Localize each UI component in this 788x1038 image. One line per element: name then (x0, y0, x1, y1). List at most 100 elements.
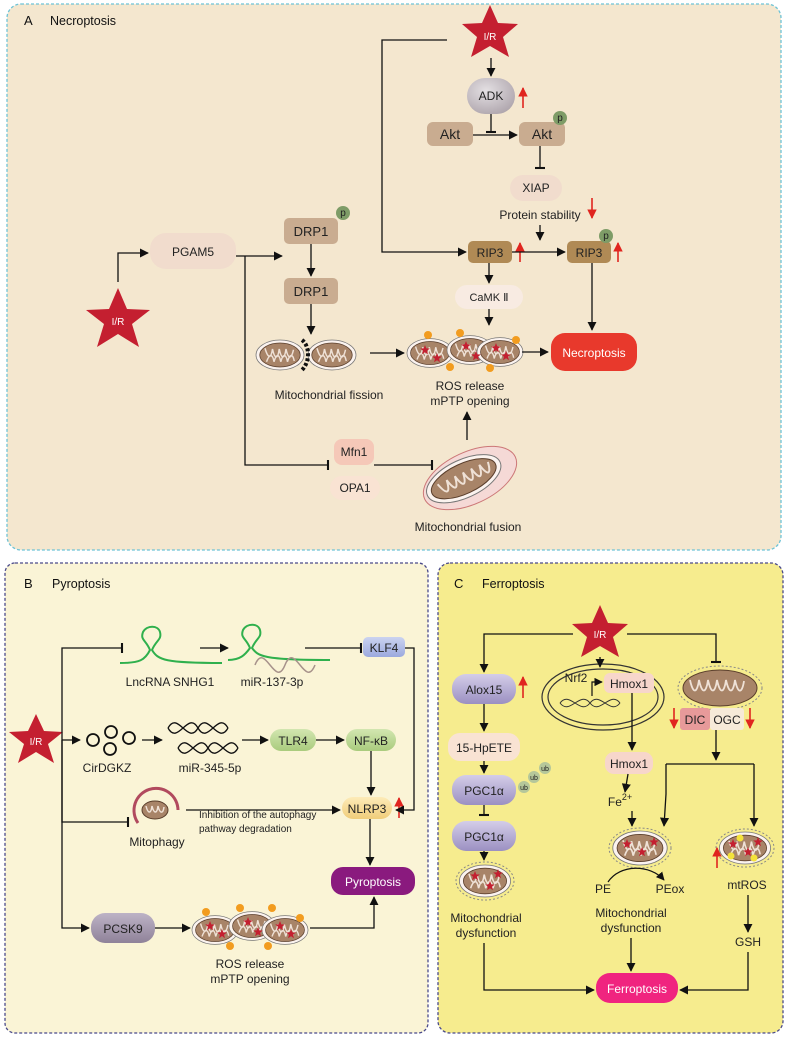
mir137-label: miR-137-3p (241, 675, 304, 689)
mir137-icon (227, 623, 331, 673)
mitophagy-label: Mitophagy (129, 835, 184, 849)
a-ir-label-top: I/R (484, 32, 497, 43)
pe-oxidation-arrow-icon (607, 867, 665, 883)
panel-b-title: Pyroptosis (52, 577, 110, 591)
akt-p-node (519, 122, 565, 146)
rip3-label: RIP3 (477, 246, 504, 260)
c-mito-dys-center-2: dysfunction (601, 921, 662, 935)
ir-star-icon (9, 714, 63, 763)
ub-label: ub (520, 785, 528, 792)
akt-label: Akt (440, 126, 460, 142)
mtros-label: mtROS (727, 878, 766, 892)
hmox1-nuclear-node (604, 673, 654, 693)
phospho-icon (553, 111, 567, 125)
tlr4-label: TLR4 (278, 734, 308, 748)
adk-node (467, 78, 515, 114)
drp1-p-label: DRP1 (294, 224, 329, 239)
xiap-node (510, 175, 562, 201)
mptp-opening-label: mPTP opening (430, 394, 509, 408)
necroptosis-node (551, 333, 637, 371)
camk-node (455, 285, 523, 309)
ros-mitochondria-icon (406, 329, 524, 372)
camk-label: CaMK Ⅱ (469, 292, 508, 304)
phospho-icon (336, 206, 350, 220)
cirdgkz-icon (86, 725, 136, 756)
drp1-label: DRP1 (294, 284, 329, 299)
mito-fusion-label: Mitochondrial fusion (415, 520, 522, 534)
ir-star-icon (572, 605, 628, 657)
klf4-label: KLF4 (370, 641, 399, 655)
pyroptosis-label: Pyroptosis (345, 875, 401, 889)
inhibition-label-1: Inhibition of the autophagy (199, 810, 316, 821)
necroptosis-label: Necroptosis (562, 346, 625, 360)
phospho-icon (599, 229, 613, 243)
c-mito-dys-left-2: dysfunction (456, 926, 517, 940)
ros-mitochondria-icon (191, 904, 309, 950)
ir-star-icon (462, 5, 518, 57)
phospho-label: p (557, 113, 563, 124)
ogc-label: OGC (713, 713, 741, 727)
dysfunction-mitochondria-icon (455, 861, 515, 901)
alox15-node (452, 674, 516, 704)
drp1-p-node (284, 218, 338, 244)
ubiquitin-chain-icon: ub ub ub (518, 762, 551, 793)
fission-mitochondria-icon (255, 338, 357, 372)
opa1-label: OPA1 (339, 481, 370, 495)
akt-node (427, 122, 473, 146)
mito-fission-label: Mitochondrial fission (275, 388, 384, 402)
ros-release-label: ROS release (436, 379, 505, 393)
mfn1-label: Mfn1 (341, 445, 368, 459)
c-mito-dys-left-1: Mitochondrial (450, 911, 521, 925)
mir345-icon (167, 722, 239, 754)
rip3-p-node (567, 241, 611, 263)
panel-c-letter: C (454, 576, 463, 591)
akt-p-label: Akt (532, 126, 552, 142)
gsh-label: GSH (735, 935, 761, 949)
fusion-mitochondria-icon (422, 445, 518, 511)
panel-a-title: Necroptosis (50, 14, 116, 28)
pgc1a-ub-node (452, 775, 516, 805)
peox-label: PEox (656, 882, 685, 896)
protein-stability-label: Protein stability (499, 208, 580, 222)
c-mito-dys-center-1: Mitochondrial (595, 906, 666, 920)
nlrp3-node (342, 797, 392, 819)
pgc1a-ub-label: PGC1α (464, 784, 504, 798)
hpete-label: 15-HpETE (456, 741, 512, 755)
panel-c-connectors (478, 633, 759, 995)
hmox1-nuclear-label: Hmox1 (610, 677, 648, 691)
carrier-mitochondria-icon (677, 665, 763, 711)
pgc1a-node (452, 821, 516, 851)
panel-a-connectors (117, 39, 597, 471)
mtros-mitochondria-icon (715, 828, 775, 868)
nfkb-label: NF-κB (354, 734, 388, 748)
mir345-label: miR-345-5p (179, 761, 242, 775)
ogc-node (710, 708, 744, 730)
lncrna-label: LncRNA SNHG1 (126, 675, 215, 689)
adk-label: ADK (479, 89, 504, 103)
pgam5-node (150, 233, 236, 269)
ir-star-icon (86, 288, 150, 347)
lncrna-icon (119, 625, 223, 664)
pe-label: PE (595, 882, 611, 896)
panel-b-letter: B (24, 576, 33, 591)
ferroptosis-node (596, 973, 678, 1003)
phospho-label: p (340, 208, 346, 219)
klf4-node (363, 637, 405, 657)
pyroptosis-node (331, 867, 415, 895)
panel-a-letter: A (24, 13, 33, 28)
dic-node (680, 708, 710, 730)
opa1-node (330, 476, 380, 500)
mitophagy-icon (132, 786, 180, 824)
nlrp3-label: NLRP3 (348, 802, 387, 816)
panel-b-connectors (61, 642, 415, 933)
hmox1-node (605, 752, 653, 774)
dic-label: DIC (685, 713, 706, 727)
hmox1-label: Hmox1 (610, 757, 648, 771)
ub-label: ub (530, 775, 538, 782)
pgam5-label: PGAM5 (172, 245, 214, 259)
b-mptp-opening-label: mPTP opening (210, 972, 289, 986)
c-ir-label: I/R (594, 630, 607, 641)
b-ros-release-label: ROS release (216, 957, 285, 971)
nrf2-label: Nrf2 (565, 671, 588, 685)
transcription-arrow-icon (591, 677, 603, 696)
